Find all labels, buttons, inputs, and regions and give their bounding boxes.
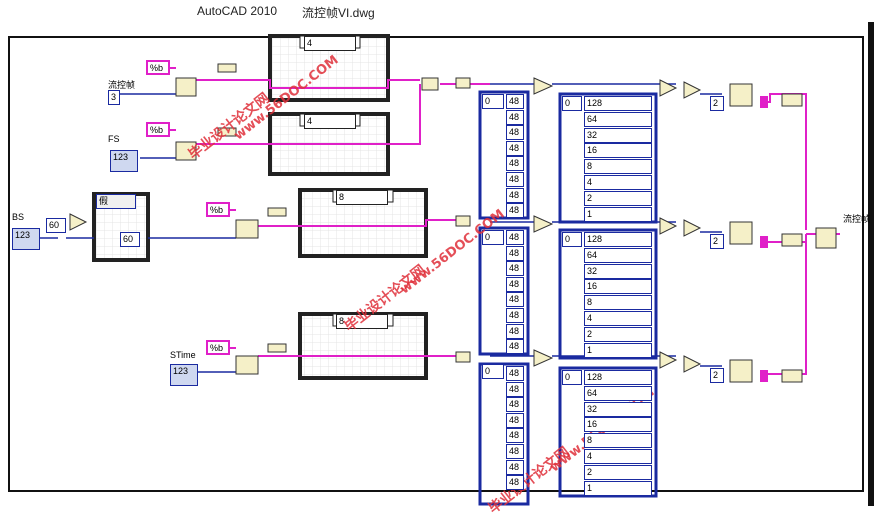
case-selector-4[interactable]: 8: [336, 314, 388, 329]
stime-indicator[interactable]: 123: [170, 364, 198, 386]
hex-array-1: [478, 90, 530, 220]
fs-label: FS: [108, 134, 120, 144]
weight-array-cell: 32: [584, 401, 652, 417]
hex-array-cell: 48: [506, 203, 524, 219]
format-string-2[interactable]: %b: [146, 122, 170, 137]
case-selector-1[interactable]: 4: [304, 36, 356, 51]
hex-array-2: [478, 226, 530, 356]
flow-frame-out-label: 流控帧: [843, 214, 871, 224]
hex-array-cell: 48: [506, 459, 524, 475]
weight-array-cell: 16: [584, 279, 652, 295]
stime-label: STime: [170, 350, 196, 360]
weight-array-cell: 8: [584, 433, 652, 449]
weight-array-cell: 8: [584, 159, 652, 175]
hex-array-3: [478, 362, 530, 506]
weight-index-3[interactable]: 0: [562, 370, 582, 385]
hex-array-cell: 48: [506, 381, 524, 397]
weight-array-cell: 1: [584, 480, 652, 496]
app-title: AutoCAD 2010: [197, 4, 278, 18]
hex-array-cell: 48: [506, 292, 524, 308]
array-index-1[interactable]: 0: [482, 94, 504, 109]
hex-array-cell: 48: [506, 125, 524, 141]
right-edge: [868, 22, 874, 506]
weight-array-cell: 1: [584, 342, 652, 358]
hex-array-cell: 48: [506, 475, 524, 491]
weight-array-cell: 32: [584, 127, 652, 143]
weight-index-1[interactable]: 0: [562, 96, 582, 111]
flow-frame-label: 流控帧: [108, 80, 136, 90]
weight-index-2[interactable]: 0: [562, 232, 582, 247]
format-string-4[interactable]: %b: [206, 340, 230, 355]
hex-array-cell: 48: [506, 397, 524, 413]
weight-array-cell: 128: [584, 96, 652, 111]
fs-indicator[interactable]: 123: [110, 150, 138, 172]
weight-array-cell: 4: [584, 311, 652, 326]
hex-array-cell: 48: [506, 109, 524, 125]
weight-array-2: [558, 228, 658, 360]
weight-array-cell: 128: [584, 370, 652, 385]
weight-array-cell: 1: [584, 206, 652, 222]
hex-array-cell: 48: [506, 94, 524, 109]
array-index-3[interactable]: 0: [482, 364, 504, 379]
format-string-3[interactable]: %b: [206, 202, 230, 217]
weight-array-1: [558, 92, 658, 224]
bs-label: BS: [12, 212, 25, 222]
weight-array-cell: 16: [584, 143, 652, 159]
hex-array-cell: 48: [506, 172, 524, 187]
function-nodes: [175, 63, 837, 383]
hex-array-cell: 48: [506, 412, 524, 428]
hex-array-cell: 48: [506, 261, 524, 277]
weight-array-cell: 32: [584, 263, 652, 279]
title-bar: AutoCAD 2010 流控帧VI.dwg: [0, 0, 874, 22]
false-case-selector[interactable]: 假: [96, 194, 136, 209]
hex-array-cell: 48: [506, 339, 524, 355]
weight-array-cell: 2: [584, 326, 652, 342]
hex-array-cell: 48: [506, 428, 524, 444]
weight-array-cell: 64: [584, 247, 652, 263]
bs-constant-out[interactable]: 60: [120, 232, 140, 247]
bs-constant-in[interactable]: 60: [46, 218, 66, 233]
hex-array-cell: 48: [506, 156, 524, 172]
sequence-frame: [8, 36, 864, 492]
weight-array-cell: 16: [584, 417, 652, 433]
weight-array-cell: 2: [584, 190, 652, 206]
operator-nodes: [69, 77, 702, 373]
hex-array-cell: 48: [506, 245, 524, 261]
weight-array-cell: 8: [584, 295, 652, 311]
weight-array-cell: 64: [584, 385, 652, 401]
weight-array-cell: 4: [584, 449, 652, 464]
hex-array-cell: 48: [506, 230, 524, 245]
bs-indicator[interactable]: 123: [12, 228, 40, 250]
connector-blocks: [760, 96, 768, 382]
hex-array-cell: 48: [506, 308, 524, 323]
array-index-2[interactable]: 0: [482, 230, 504, 245]
hex-array-cell: 48: [506, 366, 524, 381]
weight-array-cell: 64: [584, 111, 652, 127]
block-diagram-canvas[interactable]: 流控帧 FS BS STime 流控帧 3 60 60 假 %b %b %b %…: [0, 22, 874, 517]
file-title: 流控帧VI.dwg: [302, 6, 375, 20]
format-string-1[interactable]: %b: [146, 60, 170, 75]
two-constant-1[interactable]: 2: [710, 96, 724, 111]
hex-array-cell: 48: [506, 323, 524, 339]
case-selector-2[interactable]: 4: [304, 114, 356, 129]
hex-array-cell: 48: [506, 187, 524, 203]
weight-array-cell: 128: [584, 232, 652, 247]
weight-array-cell: 2: [584, 464, 652, 480]
hex-array-cell: 48: [506, 444, 524, 459]
flow-frame-constant[interactable]: 3: [108, 90, 120, 105]
hex-array-cell: 48: [506, 140, 524, 156]
weight-array-cell: 4: [584, 175, 652, 190]
two-constant-3[interactable]: 2: [710, 368, 724, 383]
hex-array-cell: 48: [506, 276, 524, 292]
two-constant-2[interactable]: 2: [710, 234, 724, 249]
weight-array-3: [558, 366, 658, 498]
case-selector-3[interactable]: 8: [336, 190, 388, 205]
